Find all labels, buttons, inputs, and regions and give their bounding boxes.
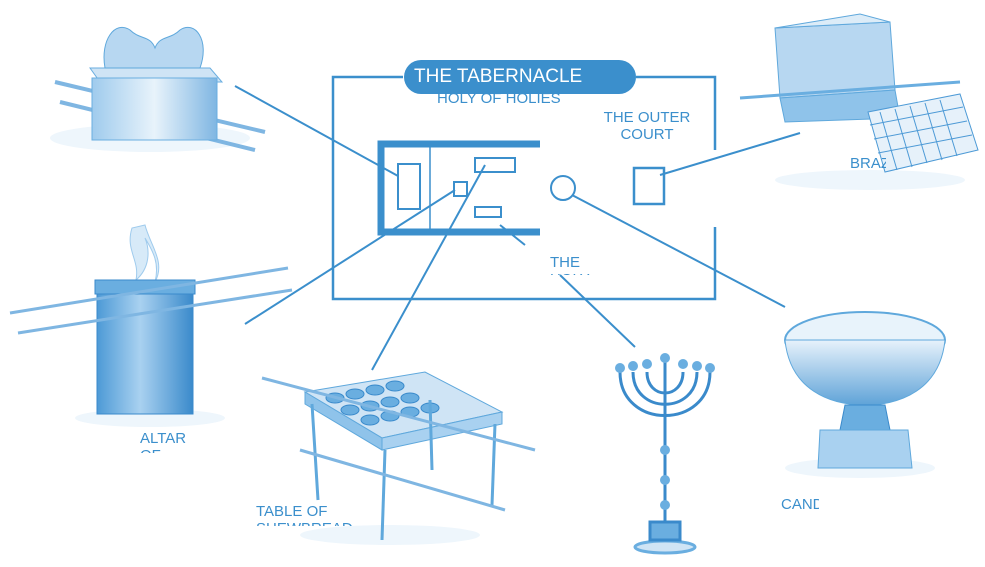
table-symbol (474, 157, 516, 173)
label-table-of-shewbread: TABLE OF SHEWBREAD (256, 503, 353, 526)
label-brazen: BRAZEN (850, 155, 886, 172)
ark-illustration (50, 27, 266, 152)
outer-court-frame (331, 75, 717, 301)
brazen-altar-symbol (632, 166, 666, 206)
ark-symbol (397, 163, 421, 210)
connector-lines (234, 85, 801, 371)
label-outer-court: THE OUTER COURT (603, 109, 691, 143)
candlestick-illustration (615, 353, 715, 555)
diagram-title: THE TABERNACLE (404, 60, 636, 94)
label-candle: CANDLE (781, 496, 819, 513)
label-holy-of-holies: HOLY OF HOLIES (437, 90, 561, 103)
label-altar: ALTAR OF (140, 430, 187, 453)
incense-altar-symbol (453, 181, 468, 197)
table-of-shewbread-illustration (261, 371, 536, 545)
laver-illustration (784, 311, 946, 478)
label-the-holy: THE HOLY (550, 254, 590, 275)
altar-of-incense-illustration (9, 224, 293, 427)
candlestick-symbol (474, 206, 502, 218)
brazen-altar-illustration (739, 13, 979, 190)
laver-symbol (550, 175, 576, 201)
tabernacle-tent (377, 140, 666, 236)
